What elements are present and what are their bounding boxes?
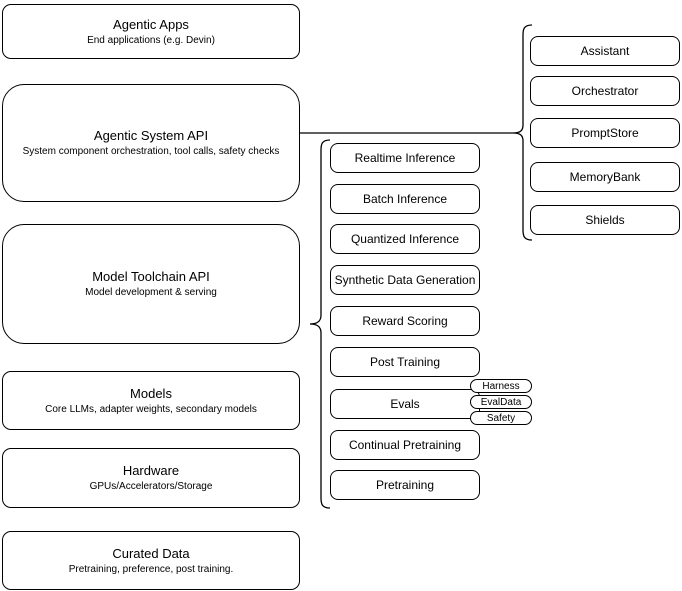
- layer-title: Curated Data: [112, 545, 190, 561]
- toolchain-item-label: Realtime Inference: [354, 151, 456, 165]
- evals-tag-label: Harness: [482, 380, 520, 392]
- toolchain-item-label: Synthetic Data Generation: [334, 273, 476, 287]
- toolchain-item-continual-pretraining: Continual Pretraining: [330, 430, 480, 460]
- component-label: Orchestrator: [571, 84, 639, 98]
- toolchain-item-batch-inference: Batch Inference: [330, 184, 480, 214]
- evals-tag-label: EvalData: [480, 396, 522, 408]
- component-label: MemoryBank: [569, 170, 641, 184]
- component-label: Shields: [585, 213, 625, 227]
- layer-hardware: Hardware GPUs/Accelerators/Storage: [2, 448, 300, 508]
- layer-subtitle: GPUs/Accelerators/Storage: [89, 481, 213, 492]
- layer-title: Agentic System API: [93, 128, 209, 143]
- component-orchestrator: Orchestrator: [530, 76, 680, 106]
- component-label: PromptStore: [571, 126, 639, 140]
- layer-models: Models Core LLMs, adapter weights, secon…: [2, 371, 300, 430]
- component-memorybank: MemoryBank: [530, 162, 680, 192]
- layer-subtitle: End applications (e.g. Devin): [87, 34, 215, 46]
- toolchain-item-label: Evals: [390, 397, 420, 411]
- layer-subtitle: Core LLMs, adapter weights, secondary mo…: [45, 403, 257, 415]
- toolchain-brace: [309, 139, 331, 509]
- layer-title: Hardware: [122, 463, 180, 478]
- layer-agentic-system-api: Agentic System API System component orch…: [2, 84, 300, 202]
- layer-model-toolchain-api: Model Toolchain API Model development & …: [2, 224, 300, 344]
- toolchain-item-label: Continual Pretraining: [348, 438, 462, 452]
- toolchain-item-pretraining: Pretraining: [330, 470, 480, 500]
- toolchain-item-evals: Evals: [330, 389, 480, 419]
- toolchain-item-label: Pretraining: [375, 478, 435, 492]
- toolchain-item-label: Quantized Inference: [350, 232, 460, 246]
- evals-tag-evaldata: EvalData: [470, 395, 532, 409]
- evals-tag-label: Safety: [486, 412, 516, 424]
- toolchain-item-label: Post Training: [369, 355, 441, 369]
- layer-agentic-apps: Agentic Apps End applications (e.g. Devi…: [2, 4, 300, 59]
- evals-tag-harness: Harness: [470, 379, 532, 393]
- component-promptstore: PromptStore: [530, 118, 680, 148]
- toolchain-item-label: Reward Scoring: [362, 314, 448, 328]
- toolchain-item-quantized-inference: Quantized Inference: [330, 224, 480, 254]
- layer-subtitle: Model development & serving: [85, 287, 217, 298]
- toolchain-item-realtime-inference: Realtime Inference: [330, 143, 480, 173]
- layer-title: Models: [130, 385, 172, 401]
- layer-title: Model Toolchain API: [92, 269, 210, 284]
- toolchain-item-synthetic-data-generation: Synthetic Data Generation: [330, 265, 480, 295]
- component-shields: Shields: [530, 205, 680, 235]
- layer-subtitle: System component orchestration, tool cal…: [22, 146, 280, 157]
- evals-tag-safety: Safety: [470, 411, 532, 425]
- component-assistant: Assistant: [530, 36, 680, 66]
- layer-curated-data: Curated Data Pretraining, preference, po…: [2, 531, 300, 590]
- toolchain-item-label: Batch Inference: [362, 192, 448, 206]
- toolchain-item-reward-scoring: Reward Scoring: [330, 306, 480, 336]
- toolchain-item-post-training: Post Training: [330, 347, 480, 377]
- layer-subtitle: Pretraining, preference, post training.: [68, 563, 234, 575]
- layer-title: Agentic Apps: [113, 16, 189, 32]
- component-label: Assistant: [580, 44, 630, 58]
